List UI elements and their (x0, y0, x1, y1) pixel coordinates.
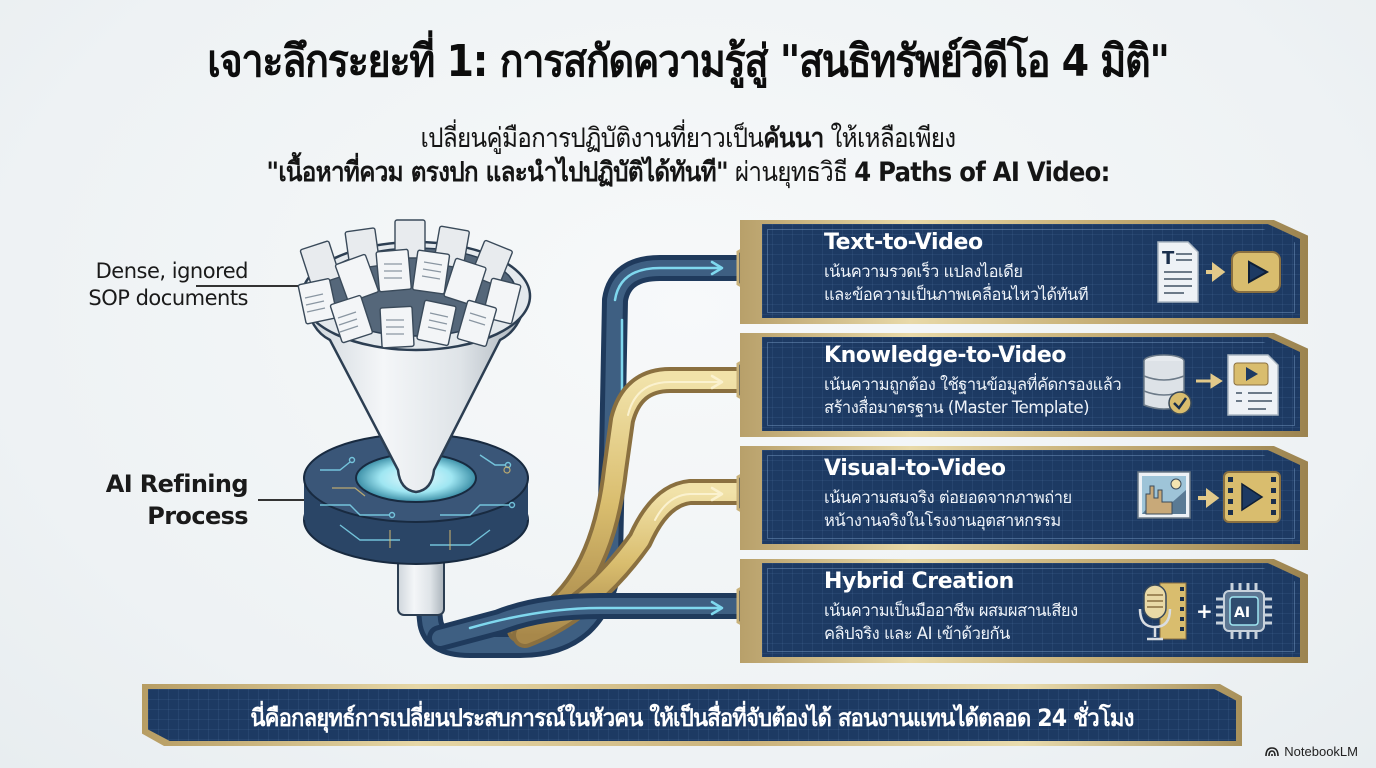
card-navy-body (762, 563, 1300, 657)
input-label: Dense, ignored SOP documents (40, 258, 248, 312)
sop-documents-icon (297, 219, 522, 349)
banner-navy-body (148, 689, 1236, 741)
card-description: เน้นความถูกต้อง ใช้ฐานข้อมูลที่คัดกรองแล… (824, 373, 1144, 419)
subtitle-quote: "เนื้อหาที่ควม ตรงปก และนำไปปฏิบัติได้ทั… (266, 157, 728, 188)
play-button-icon (1231, 251, 1281, 293)
card-description: เน้นความรวดเร็ว แปลงไอเดีย และข้อความเป็… (824, 260, 1144, 306)
process-leader-line (258, 499, 304, 501)
card-title: Hybrid Creation (824, 569, 1014, 594)
card-title: Knowledge-to-Video (824, 343, 1067, 368)
visual-to-video-icons (1137, 471, 1281, 523)
subtitle-line-1: เปลี่ยนคู่มือการปฏิบัติงานที่ยาวเป็นคันน… (69, 116, 1307, 159)
page-title: เจาะลึกระยะที่ 1: การสกัดความรู้สู่ "สนธ… (207, 36, 1170, 87)
path-card-visual-to-video: Visual-to-Video เน้นความสมจริง ต่อยอดจาก… (740, 446, 1308, 550)
input-leader-line (196, 285, 300, 287)
card-description: เน้นความเป็นมืออาชีพ ผสมผสานเสียง คลิปจร… (824, 599, 1144, 645)
input-label-line: SOP documents (88, 286, 248, 310)
path-card-hybrid-creation: Hybrid Creation เน้นความเป็นมืออาชีพ ผสม… (740, 559, 1308, 663)
desc-line: คลิปจริง และ AI เข้าด้วยกัน (824, 624, 1010, 643)
subtitle-paths: 4 Paths of AI Video: (854, 157, 1110, 188)
subtitle-text: เปลี่ยนคู่มือการปฏิบัติงานที่ยาวเป็น (420, 123, 764, 154)
desc-line: เน้นความรวดเร็ว แปลงไอเดีย (824, 262, 1023, 281)
ai-chip-icon: AI (1216, 583, 1272, 639)
card-title: Visual-to-Video (824, 456, 1006, 481)
plus-icon: + (1196, 599, 1213, 623)
subtitle-emphasis: คันนา (763, 123, 824, 154)
brand-name: NotebookLM (1284, 744, 1358, 759)
process-label: AI Refining Process (40, 468, 249, 532)
notebooklm-watermark: NotebookLM (1265, 744, 1358, 759)
process-label-line: AI Refining (105, 470, 249, 498)
svg-text:T: T (1162, 248, 1175, 269)
video-document-icon (1227, 354, 1279, 416)
subtitle-line-2: "เนื้อหาที่ควม ตรงปก และนำไปปฏิบัติได้ทั… (69, 150, 1307, 193)
arrow-right-icon (1196, 373, 1223, 389)
card-title: Text-to-Video (824, 230, 983, 255)
subtitle-text: ผ่านยุทธวิธี (727, 157, 855, 188)
card-navy-body (762, 337, 1300, 431)
summary-banner: นี่คือกลยุทธ์การเปลี่ยนประสบการณ์ในหัวคน… (142, 684, 1242, 746)
arrow-right-icon (1206, 262, 1226, 282)
subtitle-text: ให้เหลือเพียง (823, 123, 957, 154)
desc-line: สร้างสื่อมาตรฐาน (Master Template) (824, 398, 1090, 417)
input-label-line: Dense, ignored (95, 259, 249, 283)
ai-chip-label: AI (1234, 605, 1250, 621)
process-label-line: Process (147, 502, 248, 530)
film-play-icon (1223, 471, 1281, 523)
desc-line: เน้นความเป็นมืออาชีพ ผสมผสานเสียง (824, 601, 1078, 620)
path-card-text-to-video: Text-to-Video เน้นความรวดเร็ว แปลงไอเดีย… (740, 220, 1308, 324)
text-document-icon: T (1157, 241, 1199, 303)
database-check-icon (1143, 354, 1192, 415)
banner-text: นี่คือกลยุทธ์การเปลี่ยนประสบการณ์ในหัวคน… (250, 704, 1134, 732)
desc-line: เน้นความสมจริง ต่อยอดจากภาพถ่าย (824, 488, 1072, 507)
desc-line: เน้นความถูกต้อง ใช้ฐานข้อมูลที่คัดกรองแล… (824, 375, 1122, 394)
desc-line: หน้างานจริงในโรงงานอุตสาหกรรม (824, 511, 1061, 530)
knowledge-to-video-icons (1143, 354, 1279, 416)
text-to-video-icons: T (1157, 241, 1281, 303)
microphone-film-icon (1138, 582, 1187, 641)
factory-photo-icon (1137, 471, 1191, 519)
path-card-knowledge-to-video: Knowledge-to-Video เน้นความถูกต้อง ใช้ฐา… (740, 333, 1308, 437)
pipes (415, 255, 753, 658)
arrow-right-icon (1198, 488, 1220, 508)
card-description: เน้นความสมจริง ต่อยอดจากภาพถ่าย หน้างานจ… (824, 486, 1144, 532)
desc-line: และข้อความเป็นภาพเคลื่อนไหวได้ทันที (824, 285, 1089, 304)
notebooklm-logo-icon (1265, 747, 1280, 757)
hybrid-creation-icons: + AI (1138, 582, 1272, 641)
